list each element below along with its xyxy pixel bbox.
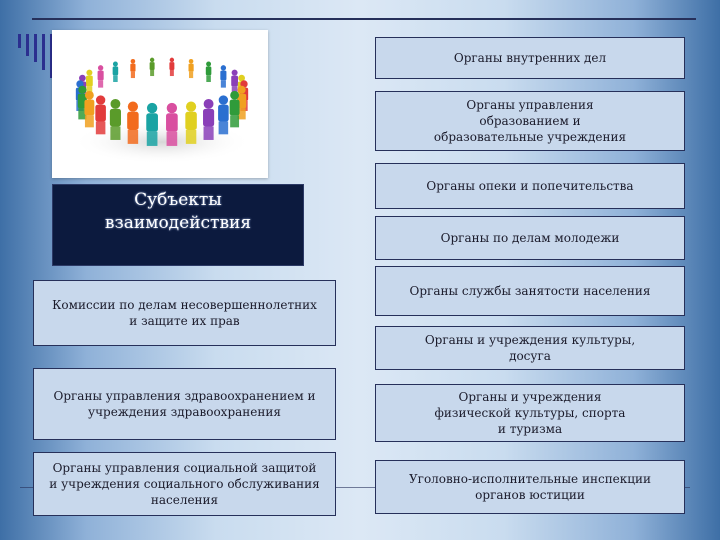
person-figure [169,57,175,77]
box-guardianship: Органы опеки и попечительства [375,163,685,209]
box-juvenile-commissions: Комиссии по делам несовершеннолетних и з… [33,280,336,346]
person-figure [97,65,104,88]
people-circle-icon [72,57,252,164]
person-figure [130,58,136,79]
people-circle-image [52,30,268,178]
box-employment: Органы службы занятости населения [375,266,685,316]
person-figure [84,90,95,128]
person-figure [149,57,155,77]
box-social-protection: Органы управления социальной защитой и у… [33,452,336,516]
person-figure [220,65,227,88]
person-figure [127,101,139,144]
box-internal-affairs: Органы внутренних дел [375,37,685,79]
bottom-rule [20,487,690,488]
person-figure [229,90,240,128]
person-figure [95,95,106,135]
box-penal-inspections: Уголовно-исполнительные инспекции органо… [375,460,685,514]
person-figure [185,101,197,144]
box-education: Органы управления образованием и образов… [375,91,685,151]
person-figure [166,102,178,146]
central-title: Субъекты взаимодействия [104,190,252,233]
person-figure [203,98,215,140]
box-youth-affairs: Органы по делам молодежи [375,216,685,260]
person-figure [231,69,238,95]
person-figure [112,61,119,83]
box-sport-tourism: Органы и учреждения физической культуры,… [375,384,685,442]
person-figure [205,61,212,83]
person-figure [188,58,194,79]
box-culture: Органы и учреждения культуры, досуга [375,326,685,370]
box-healthcare: Органы управления здравоохранением и учр… [33,368,336,440]
top-rule [32,18,696,20]
person-figure [86,69,93,95]
person-figure [109,98,121,140]
person-figure [218,95,229,135]
central-title-box: Субъекты взаимодействия [52,184,304,266]
person-figure [146,102,158,146]
